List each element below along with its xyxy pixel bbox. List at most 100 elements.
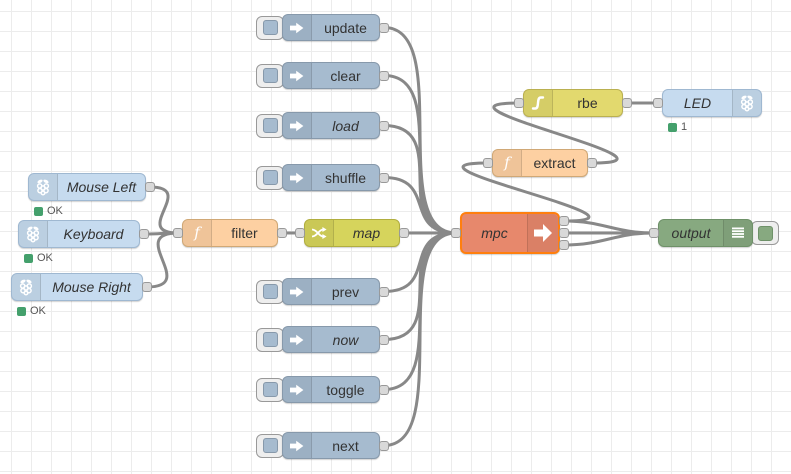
node-label: toggle	[326, 381, 365, 398]
node-body-led[interactable]: LED	[662, 89, 762, 117]
output-port-rbe-0[interactable]	[622, 98, 632, 108]
status-text: OK	[37, 252, 53, 264]
node-body-map[interactable]: map	[304, 219, 400, 247]
inject-icon	[283, 433, 312, 458]
wire-mpc-to-extract[interactable]	[461, 161, 591, 223]
output-port-now-0[interactable]	[379, 334, 389, 345]
inject-button-load[interactable]	[256, 113, 284, 138]
big-arrow-icon	[527, 214, 558, 252]
inject-icon	[283, 279, 312, 304]
node-label: filter	[231, 225, 258, 241]
node-body-now[interactable]: now	[282, 326, 380, 353]
node-label: Mouse Left	[66, 179, 137, 195]
raspberry-pi-icon	[19, 221, 48, 247]
inject-icon	[283, 15, 312, 40]
node-body-output[interactable]: output	[658, 219, 753, 247]
status-text: 1	[681, 121, 688, 133]
node-label: map	[352, 225, 381, 241]
node-label: LED	[683, 95, 712, 111]
output-port-map-0[interactable]	[399, 228, 409, 238]
inject-icon	[283, 113, 312, 138]
button-inner	[262, 382, 278, 397]
inject-button-clear[interactable]	[256, 63, 284, 88]
input-port-mpc[interactable]	[451, 228, 461, 238]
output-port-update-0[interactable]	[379, 22, 389, 33]
output-port-mouse-left-0[interactable]	[145, 182, 155, 192]
node-body-clear[interactable]: clear	[282, 62, 380, 89]
svg-text:f: f	[503, 155, 512, 171]
node-body-mouse-left[interactable]: Mouse Left	[28, 173, 146, 201]
debug-toggle-button-output[interactable]	[751, 221, 779, 245]
inject-button-toggle[interactable]	[256, 377, 284, 402]
output-port-prev-0[interactable]	[379, 286, 389, 297]
inject-icon	[283, 165, 312, 190]
wire-next-to-mpc[interactable]	[382, 231, 458, 447]
output-port-next-0[interactable]	[379, 440, 389, 451]
input-port-map[interactable]	[295, 228, 305, 238]
wire-mouse-left-to-filter[interactable]	[148, 185, 180, 235]
node-body-filter[interactable]: f filter	[182, 219, 278, 247]
svg-text:f: f	[193, 225, 202, 241]
status-mouse-left: OK	[34, 205, 63, 217]
output-port-toggle-0[interactable]	[379, 384, 389, 395]
input-port-extract[interactable]	[483, 158, 493, 168]
button-inner	[262, 332, 278, 347]
input-port-output[interactable]	[649, 228, 659, 238]
status-mouse-right: OK	[17, 305, 46, 317]
node-body-mouse-right[interactable]: Mouse Right	[11, 273, 143, 301]
node-label: update	[324, 19, 367, 36]
output-port-filter-0[interactable]	[277, 228, 287, 238]
wire-shuffle-to-mpc[interactable]	[382, 176, 458, 235]
wire-mouse-right-to-filter[interactable]	[145, 231, 180, 289]
input-port-rbe[interactable]	[514, 98, 524, 108]
status-text: OK	[47, 205, 63, 217]
output-port-shuffle-0[interactable]	[379, 172, 389, 183]
node-label: now	[332, 331, 359, 348]
raspberry-pi-icon	[12, 274, 41, 300]
output-port-mpc-2[interactable]	[559, 240, 569, 250]
node-body-load[interactable]: load	[282, 112, 380, 139]
output-port-extract-0[interactable]	[587, 158, 597, 168]
input-port-led[interactable]	[653, 98, 663, 108]
output-port-clear-0[interactable]	[379, 70, 389, 81]
status-dot	[668, 122, 677, 132]
node-label: prev	[331, 283, 360, 300]
output-port-keyboard-0[interactable]	[139, 229, 149, 239]
inject-button-shuffle[interactable]	[256, 165, 284, 190]
node-body-keyboard[interactable]: Keyboard	[18, 220, 140, 248]
wire-clear-to-mpc[interactable]	[382, 74, 458, 235]
output-port-load-0[interactable]	[379, 120, 389, 131]
button-inner	[757, 225, 773, 241]
node-label: shuffle	[325, 169, 366, 186]
inject-button-next[interactable]	[256, 433, 284, 458]
button-inner	[262, 68, 278, 83]
output-port-mpc-0[interactable]	[559, 216, 569, 226]
status-keyboard: OK	[24, 252, 53, 264]
button-inner	[262, 20, 278, 35]
node-body-update[interactable]: update	[282, 14, 380, 41]
wire-mpc-to-output[interactable]	[562, 219, 656, 235]
node-body-next[interactable]: next	[282, 432, 380, 459]
raspberry-pi-icon	[29, 174, 58, 200]
inject-button-update[interactable]	[256, 15, 284, 40]
wire-mpc-to-output[interactable]	[562, 231, 656, 247]
inject-button-prev[interactable]	[256, 279, 284, 304]
node-body-rbe[interactable]: rbe	[523, 89, 623, 117]
node-body-toggle[interactable]: toggle	[282, 376, 380, 403]
node-body-mpc[interactable]: mpc	[460, 212, 560, 254]
inject-button-now[interactable]	[256, 327, 284, 352]
output-port-mouse-right-0[interactable]	[142, 282, 152, 292]
status-text: OK	[30, 305, 46, 317]
output-port-mpc-1[interactable]	[559, 228, 569, 238]
function-icon: f	[493, 150, 522, 176]
wire-extract-to-rbe[interactable]	[492, 101, 619, 165]
node-body-shuffle[interactable]: shuffle	[282, 164, 380, 191]
node-label: rbe	[577, 95, 598, 111]
function-icon: f	[183, 220, 212, 246]
button-inner	[262, 438, 278, 453]
node-body-prev[interactable]: prev	[282, 278, 380, 305]
input-port-filter[interactable]	[173, 228, 183, 238]
